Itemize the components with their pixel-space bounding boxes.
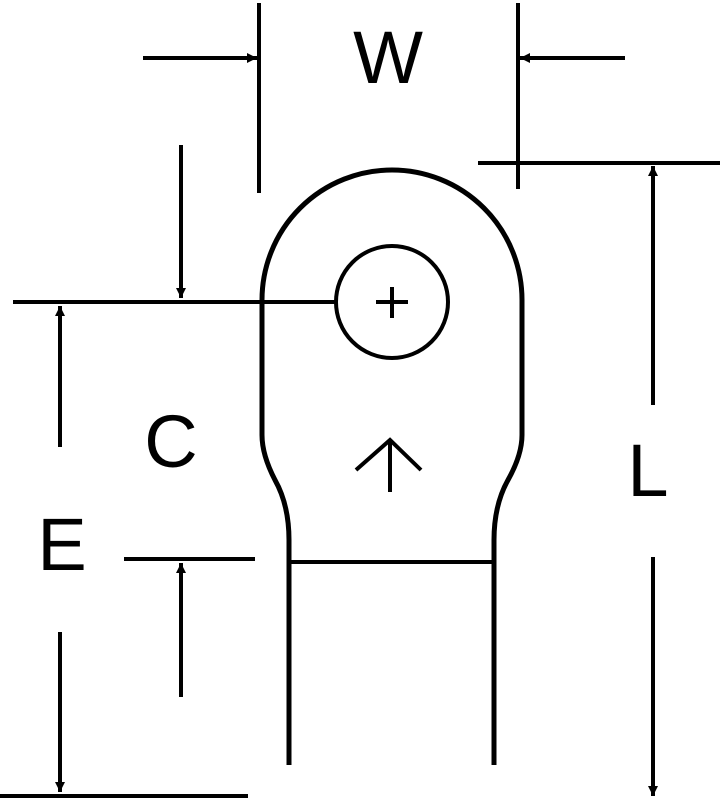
dimension-l: L [478, 161, 720, 796]
terminal-outline [259, 167, 525, 765]
center-cross [376, 287, 408, 318]
direction-arrow-icon [354, 437, 423, 492]
dimension-e: E [0, 306, 248, 798]
e-label: E [37, 503, 86, 586]
c-label: C [144, 400, 197, 483]
w-label: W [353, 16, 423, 99]
dimension-c: C [13, 145, 336, 697]
dimension-w: W [143, 3, 625, 193]
ring-tongue-outline [259, 167, 525, 765]
l-label: L [627, 429, 668, 512]
